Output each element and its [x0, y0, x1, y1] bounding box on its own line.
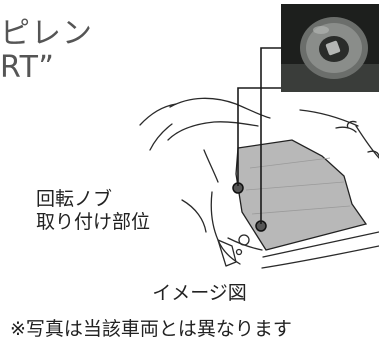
rotary-knob-photo-icon [281, 4, 379, 92]
disclaimer-note: ※写真は当該車両とは異なります [10, 318, 292, 340]
leader-line-upper [237, 87, 281, 186]
knob-mount-label-line1: 回転ノブ [36, 188, 113, 210]
knob-photo [281, 4, 379, 92]
leader-line-lower [260, 47, 281, 224]
mounting-panel [235, 139, 368, 251]
knob-mount-label-line2: 取り付け部位 [36, 211, 151, 233]
heading-line-1: ピレン [0, 16, 93, 51]
image-caption: イメージ図 [152, 282, 247, 304]
knob-mount-label: 回転ノブ 取り付け部位 [36, 188, 150, 234]
heading-line-2: RT” [0, 50, 55, 85]
